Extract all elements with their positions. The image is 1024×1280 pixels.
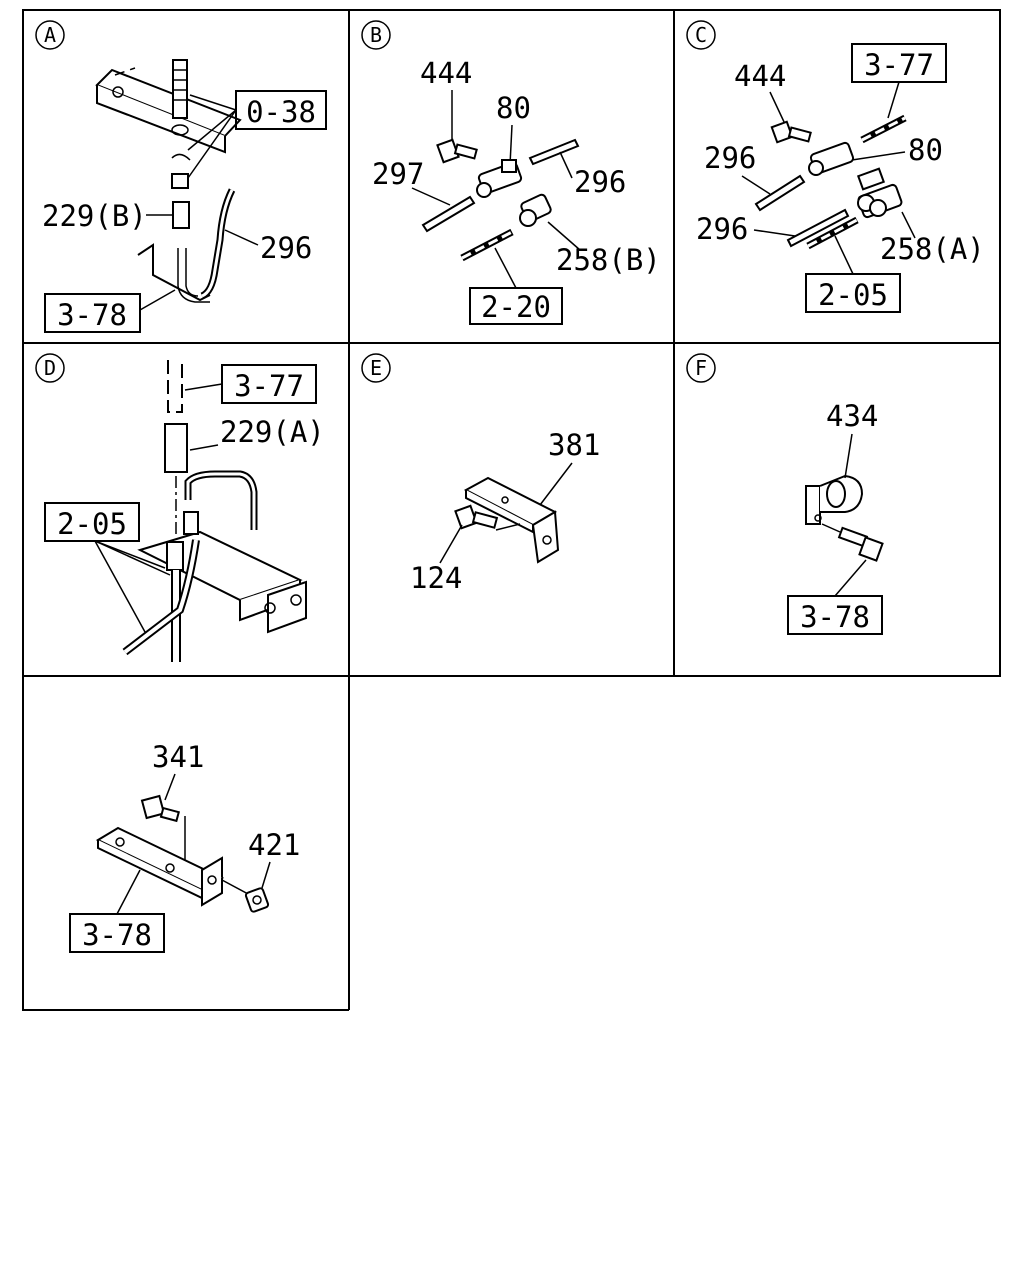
ref-box-3-78-a: [44, 293, 141, 333]
bolt-444-c: [770, 120, 812, 144]
label-421[interactable]: 421: [248, 828, 300, 862]
ref-label-3-78-g[interactable]: 3-78: [82, 918, 152, 952]
label-229b[interactable]: 229(B): [42, 199, 147, 233]
lower-bracket: [137, 243, 211, 302]
label-80-c[interactable]: 80: [908, 133, 943, 167]
elbow-fitting-258b: [519, 193, 552, 227]
bracket-flange: [96, 85, 226, 154]
panel-g: 341 421 3-78: [69, 740, 300, 953]
panel-d: D 3-77 229(A) 2-05: [35, 353, 325, 662]
bolt-341: [140, 794, 180, 823]
panel-e-letter: E: [370, 356, 382, 380]
label-341[interactable]: 341: [152, 740, 204, 774]
panel-c: C 3-77 444 80 296 296 258: [686, 20, 985, 313]
label-80-b[interactable]: 80: [496, 91, 531, 125]
panel-a-marker: A: [35, 20, 65, 50]
pipe-297: [421, 195, 476, 233]
pipe-296-b: [528, 138, 580, 166]
tee-fitting-80-c: [808, 141, 855, 176]
panel-d-marker: D: [35, 353, 65, 383]
stud-bolt: [172, 59, 188, 119]
panel-c-marker: C: [686, 20, 716, 50]
label-296-c-bottom[interactable]: 296: [696, 212, 748, 246]
stud-washer: [171, 124, 189, 136]
label-296-b[interactable]: 296: [574, 165, 626, 199]
bolt-3-78-f: [837, 526, 884, 562]
label-444-b[interactable]: 444: [420, 56, 472, 90]
panel-c-letter: C: [695, 23, 707, 47]
pipe-296-c-bottom: [786, 208, 850, 248]
label-229a[interactable]: 229(A): [220, 415, 325, 449]
label-297[interactable]: 297: [372, 157, 424, 191]
elbow-fitting-258a: [856, 167, 903, 219]
panel-f-letter: F: [695, 356, 707, 380]
label-444-c[interactable]: 444: [734, 59, 786, 93]
pipe-296-c-top: [754, 174, 806, 212]
label-258b[interactable]: 258(B): [556, 243, 661, 277]
panel-b: B 444 80 297 296 258(B) 2-20: [361, 20, 661, 325]
pipe-296: [200, 188, 236, 300]
pipe-3-77-d: [167, 360, 183, 413]
part-229b-shape: [172, 201, 190, 229]
bracket-hole: [112, 86, 124, 98]
ref-box-2-05-d: [44, 502, 140, 542]
lock-washer: [171, 153, 191, 161]
part-229a-shape: [164, 423, 188, 473]
panel-b-marker: B: [361, 20, 391, 50]
panel-b-letter: B: [370, 23, 382, 47]
label-381[interactable]: 381: [548, 428, 600, 462]
clamp-434: [805, 474, 864, 525]
ref-label-2-05-d[interactable]: 2-05: [57, 507, 127, 541]
bolt-124: [454, 504, 499, 530]
panel-d-letter: D: [44, 356, 56, 380]
panel-f-marker: F: [686, 353, 716, 383]
label-296-c-top[interactable]: 296: [704, 141, 756, 175]
ref-label-2-20[interactable]: 2-20: [481, 290, 551, 324]
nut-421: [244, 887, 270, 913]
ref-label-2-05-c[interactable]: 2-05: [818, 278, 888, 312]
panel-e: E 381 124: [361, 353, 600, 595]
label-296-a[interactable]: 296: [260, 231, 312, 265]
label-434[interactable]: 434: [826, 399, 878, 433]
ref-label-3-77-d[interactable]: 3-77: [234, 369, 304, 403]
ref-label-3-78-f[interactable]: 3-78: [800, 600, 870, 634]
bolt-444-b: [436, 138, 478, 164]
nut: [171, 173, 189, 189]
ref-label-0-38[interactable]: 0-38: [246, 95, 316, 129]
label-258a[interactable]: 258(A): [880, 232, 985, 266]
panel-e-marker: E: [361, 353, 391, 383]
label-124[interactable]: 124: [410, 561, 462, 595]
ref-label-3-78-a[interactable]: 3-78: [57, 298, 127, 332]
tee-fitting-80-b: [476, 159, 523, 198]
panel-grid: [22, 9, 1001, 1011]
ref-label-3-77-c[interactable]: 3-77: [864, 48, 934, 82]
panel-a: A 0-38 229(B) 296 3-78: [35, 20, 327, 333]
panel-a-letter: A: [44, 23, 56, 47]
panel-f: F 434 3-78: [686, 353, 884, 635]
